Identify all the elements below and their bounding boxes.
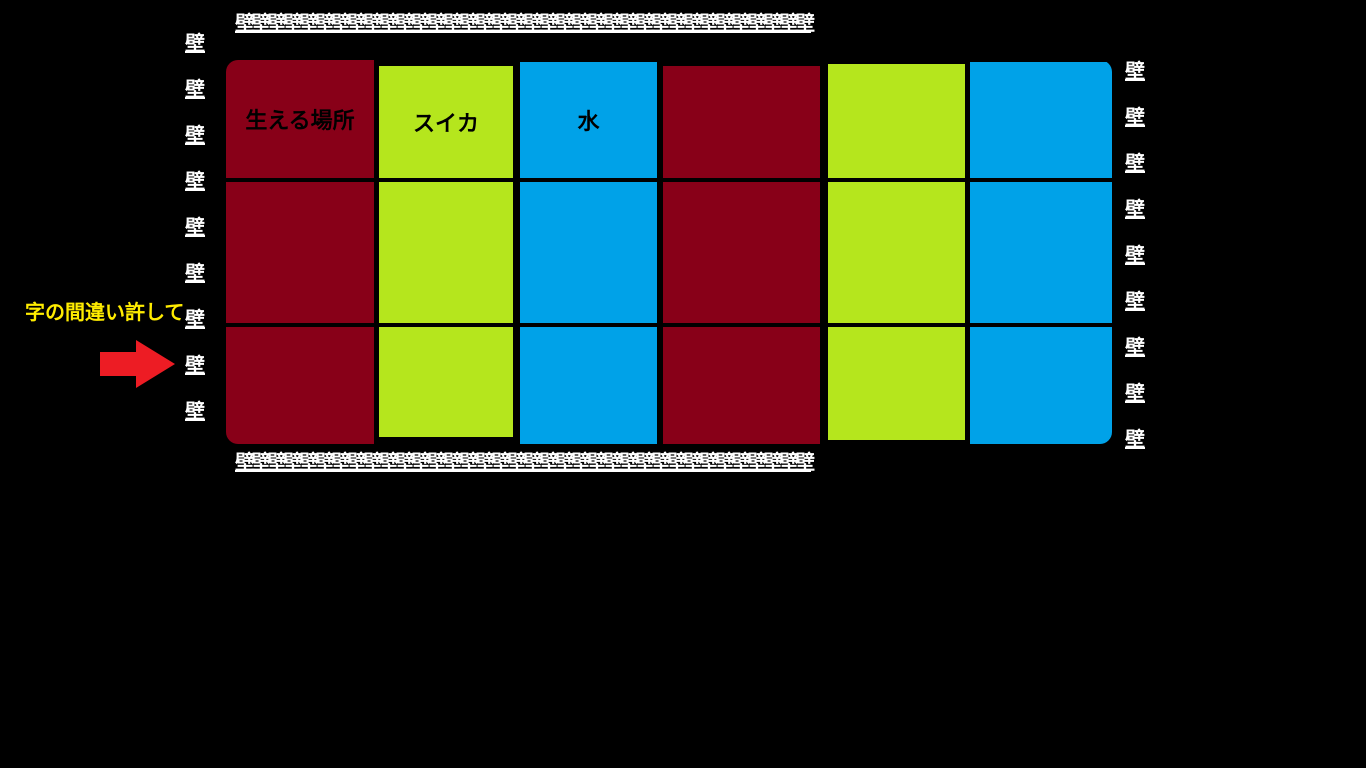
wall-char-left: 壁	[185, 77, 205, 101]
water-cell	[970, 62, 1112, 178]
arrow-right-icon	[100, 340, 175, 388]
apology-note: 字の間違い許して	[25, 300, 185, 324]
wall-char-right: 壁	[1125, 105, 1145, 129]
watermelon-cell	[828, 327, 965, 440]
wall-column-right: 壁 壁 壁 壁 壁 壁 壁 壁 壁	[1122, 48, 1148, 462]
grow-place-cell	[226, 327, 374, 444]
water-cell	[520, 327, 657, 444]
watermelon-cell	[379, 182, 513, 323]
wall-char-left: 壁	[185, 31, 205, 55]
water-cell	[520, 182, 657, 323]
wall-char-right: 壁	[1125, 197, 1145, 221]
wall-char-left: 壁	[185, 399, 205, 423]
wall-char-right: 壁	[1125, 243, 1145, 267]
wall-char-right: 壁	[1125, 151, 1145, 175]
wall-char-right: 壁	[1125, 289, 1145, 313]
wall-column-left: 壁 壁 壁 壁 壁 壁 壁 壁 壁	[182, 20, 208, 434]
wall-char-right: 壁	[1125, 427, 1145, 451]
water-label: 水	[577, 110, 600, 135]
grow-place-cell	[663, 66, 820, 178]
watermelon-cell	[828, 64, 965, 178]
grow-place-cell	[226, 182, 374, 323]
wall-char-left: 壁	[185, 261, 205, 285]
wall-char-right: 壁	[1125, 381, 1145, 405]
water-cell: 水	[520, 62, 657, 178]
grow-place-cell: 生える場所	[226, 60, 374, 178]
grow-place-label: 生える場所	[245, 109, 355, 134]
wall-row-bottom: 壁壁壁壁壁壁壁壁壁壁壁壁壁壁壁壁壁壁壁壁壁壁壁壁壁壁壁壁壁壁壁壁壁壁壁壁	[235, 450, 815, 474]
watermelon-label: スイカ	[412, 112, 479, 137]
watermelon-cell	[379, 327, 513, 437]
wall-char-right: 壁	[1125, 335, 1145, 359]
wall-row-top: 壁壁壁壁壁壁壁壁壁壁壁壁壁壁壁壁壁壁壁壁壁壁壁壁壁壁壁壁壁壁壁壁壁壁壁壁	[235, 11, 815, 35]
wall-char-left: 壁	[185, 353, 205, 377]
grow-place-cell	[663, 327, 820, 444]
wall-char-left: 壁	[185, 123, 205, 147]
wall-char-left: 壁	[185, 307, 205, 331]
field-grid: 生える場所 スイカ 水	[226, 60, 1112, 444]
wall-char-left: 壁	[185, 169, 205, 193]
wall-char-right: 壁	[1125, 59, 1145, 83]
watermelon-cell: スイカ	[379, 66, 513, 178]
water-cell	[970, 182, 1112, 323]
watermelon-cell	[828, 182, 965, 323]
water-cell	[970, 327, 1112, 444]
wall-char-left: 壁	[185, 215, 205, 239]
grow-place-cell	[663, 182, 820, 323]
